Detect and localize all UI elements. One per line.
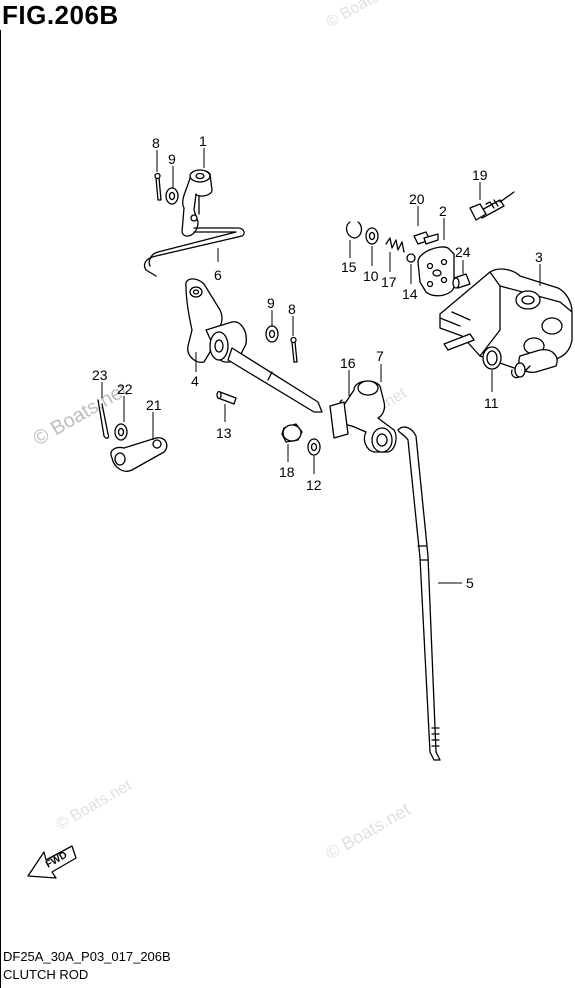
part-cotter-pin-lower [290,336,298,363]
part-washer-10 [365,227,379,245]
part-clutch-rod [397,426,441,761]
watermark-bottom-right: © Boats.net [322,799,414,863]
callout-12: 12 [306,477,322,493]
part-washer-small [114,423,128,441]
part-clutch-arm [329,380,397,453]
callout-15: 15 [341,259,357,275]
part-bolt-lower [281,423,303,443]
fwd-arrow-icon [27,845,77,879]
watermark-bottom-left: © Boats.net [54,777,136,834]
part-washer-lower [265,325,279,343]
watermark-top: © Boats.net [324,0,406,31]
callout-labels: 1 2 3 4 5 6 7 8 8 9 9 10 11 12 13 14 15 … [92,133,543,591]
part-washer-12 [307,438,321,456]
part-housing [439,268,573,379]
part-washer-upper [165,187,179,205]
callout-17: 17 [381,274,397,290]
callout-9-lower: 9 [267,295,275,311]
figure-code: DF25A_30A_P03_017_206B [3,949,171,964]
callout-21: 21 [146,397,162,413]
callout-19: 19 [472,167,488,183]
part-bolt-upper [469,191,515,221]
leader-lines [101,148,541,584]
figure-caption: CLUTCH ROD [3,967,89,982]
callout-6: 6 [214,267,222,283]
callout-24: 24 [455,244,471,260]
part-spring [385,237,405,253]
callout-11: 11 [484,395,499,411]
callout-5: 5 [466,575,474,591]
part-circlip-15 [345,221,363,239]
callout-14: 14 [402,286,418,302]
frame-border [0,30,1,988]
part-shift-shaft [185,278,323,413]
part-lever [181,169,213,237]
callout-8-lower: 8 [288,301,296,317]
callout-4: 4 [191,373,199,389]
part-pin [216,390,237,405]
callout-13: 13 [216,425,232,441]
callout-18: 18 [279,464,295,480]
callout-23: 23 [92,367,108,383]
callout-8-upper: 8 [152,135,160,151]
callout-20: 20 [409,191,425,207]
callout-10: 10 [363,268,379,284]
part-detent-plate [417,246,455,297]
part-cotter-pin-upper [154,172,162,201]
part-o-ring [482,346,502,370]
part-lever-arm [110,437,168,472]
callout-9-upper: 9 [168,151,176,167]
callout-22: 22 [117,381,133,397]
figure-title: FIG.206B [2,0,119,30]
callout-16: 16 [340,355,356,371]
part-link-rod [143,227,245,277]
callout-2: 2 [439,203,447,219]
part-clip [97,399,110,439]
callout-7: 7 [376,348,384,364]
part-ball [406,253,416,263]
callout-3: 3 [535,249,543,265]
part-bolt-20 [413,231,439,245]
part-pin-24 [452,273,471,289]
callout-1: 1 [199,133,207,149]
